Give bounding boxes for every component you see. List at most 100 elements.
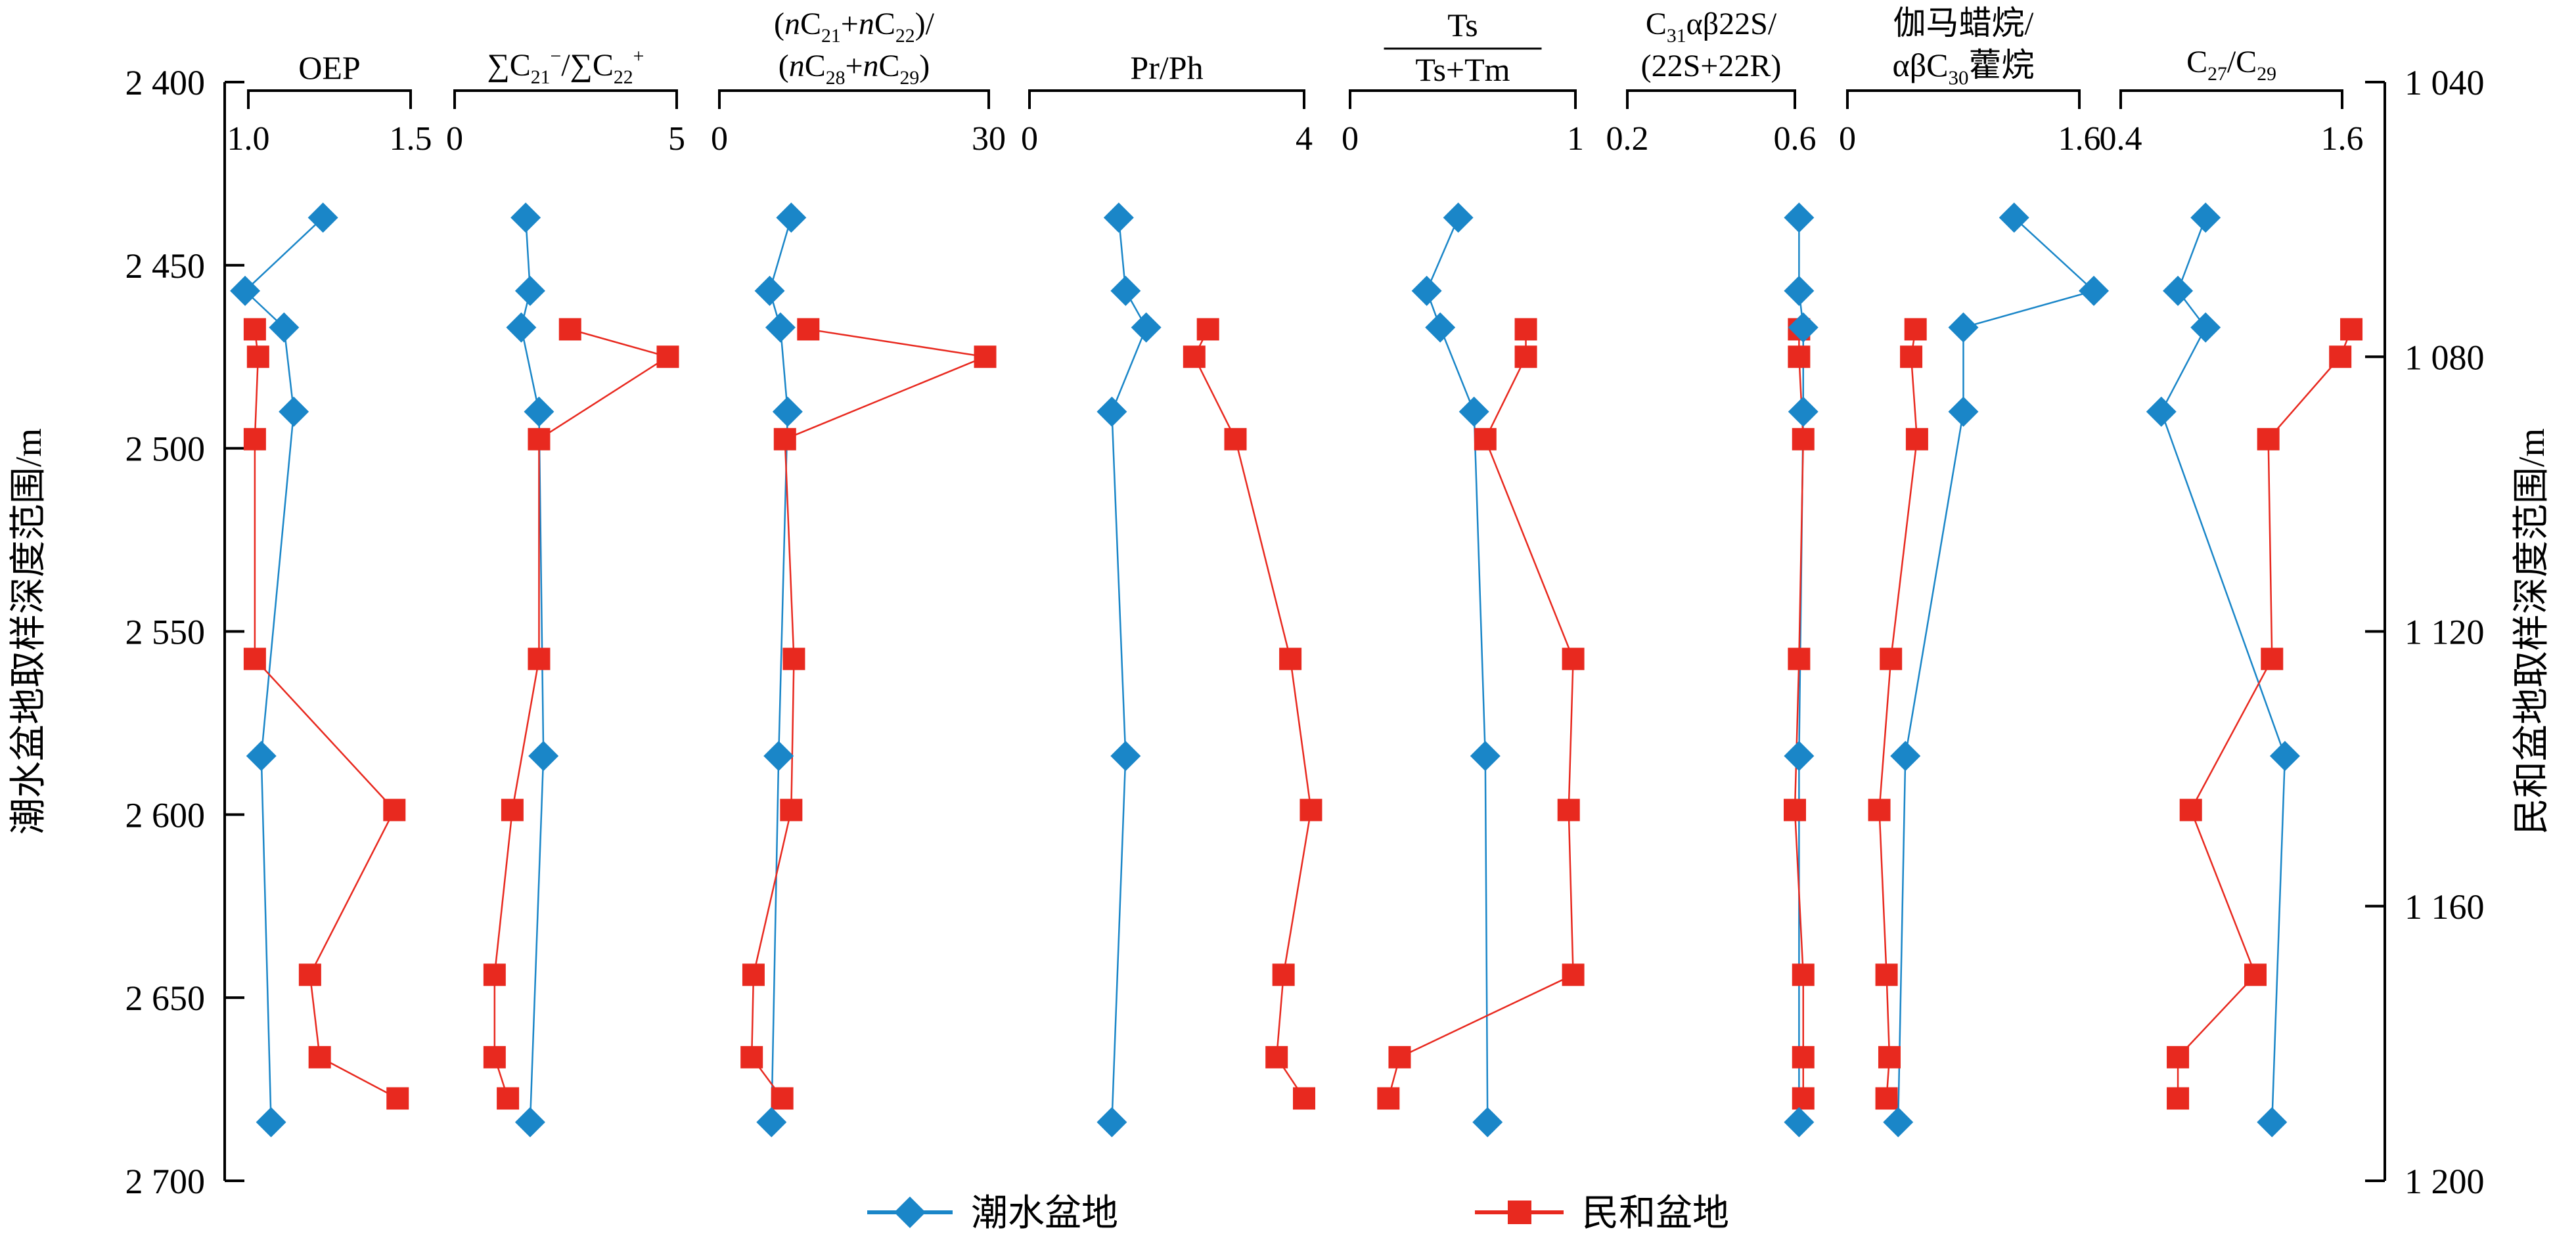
- marker-minhe: [308, 1046, 331, 1069]
- panel-title: Ts: [1447, 7, 1478, 43]
- marker-chaoshui: [754, 275, 785, 306]
- right-axis-title: 民和盆地取样深度范围/m: [2512, 428, 2552, 835]
- marker-chaoshui: [1784, 1107, 1815, 1137]
- marker-chaoshui: [1096, 396, 1127, 427]
- right-depth-tick-label: 1 120: [2405, 613, 2485, 652]
- marker-chaoshui: [307, 202, 338, 233]
- left-depth-tick-label: 2 400: [125, 63, 206, 102]
- marker-minhe: [1904, 318, 1927, 341]
- marker-minhe: [528, 648, 551, 671]
- legend-marker-minhe: [1508, 1201, 1531, 1224]
- marker-chaoshui: [1788, 312, 1819, 343]
- right-depth-tick-label: 1 200: [2405, 1162, 2485, 1201]
- marker-minhe: [1265, 1046, 1288, 1069]
- marker-chaoshui: [230, 275, 261, 306]
- panel-title: (nC21​+nC22​)/: [774, 7, 935, 47]
- marker-chaoshui: [776, 202, 807, 233]
- marker-chaoshui: [510, 202, 541, 233]
- marker-chaoshui: [1470, 741, 1501, 772]
- marker-minhe: [1875, 1087, 1898, 1110]
- marker-chaoshui: [1425, 312, 1456, 343]
- marker-chaoshui: [1103, 202, 1134, 233]
- panel-title: αβC30​藿烷: [1893, 47, 2035, 89]
- panel-top-axis: [1626, 89, 1796, 109]
- marker-minhe: [2167, 1046, 2190, 1069]
- panel-title: (22S+22R): [1641, 49, 1782, 83]
- left-depth-tick-label: 2 700: [125, 1162, 206, 1201]
- panel-tick-label-max: 0.6: [1774, 120, 1817, 158]
- marker-minhe: [1792, 963, 1815, 986]
- marker-minhe: [1875, 963, 1898, 986]
- marker-chaoshui: [1948, 396, 1979, 427]
- marker-chaoshui: [1999, 202, 2029, 233]
- marker-minhe: [2261, 648, 2284, 671]
- marker-minhe: [2244, 963, 2267, 986]
- series-line-chaoshui: [2160, 217, 2286, 1122]
- marker-minhe: [740, 1046, 763, 1069]
- marker-minhe: [1196, 318, 1219, 341]
- marker-minhe: [797, 318, 820, 341]
- marker-chaoshui: [1784, 202, 1815, 233]
- marker-minhe: [1377, 1087, 1400, 1110]
- marker-chaoshui: [269, 312, 300, 343]
- marker-minhe: [1183, 345, 1206, 368]
- marker-minhe: [483, 1046, 506, 1069]
- marker-chaoshui: [2190, 202, 2221, 233]
- panel-tick-label-max: 1.6: [2321, 120, 2364, 158]
- marker-minhe: [1784, 799, 1806, 822]
- series-line-chaoshui: [1111, 217, 1148, 1122]
- marker-chaoshui: [1411, 275, 1442, 306]
- marker-minhe: [1299, 799, 1322, 822]
- marker-minhe: [974, 345, 997, 368]
- marker-minhe: [1562, 648, 1585, 671]
- series-line-minhe: [1388, 329, 1574, 1099]
- marker-minhe: [780, 799, 803, 822]
- marker-minhe: [656, 345, 679, 368]
- right-depth-tick-label: 1 080: [2405, 338, 2485, 377]
- marker-chaoshui: [528, 741, 559, 772]
- marker-minhe: [1514, 345, 1537, 368]
- panel-title: OEP: [298, 49, 360, 86]
- panel-tick-label-min: 0: [1342, 120, 1359, 158]
- panel-top-axis: [1846, 89, 2081, 109]
- panel-top-axis: [453, 89, 678, 109]
- marker-minhe: [1880, 648, 1903, 671]
- marker-chaoshui: [2163, 275, 2194, 306]
- marker-minhe: [1514, 318, 1537, 341]
- series-line-minhe: [493, 328, 670, 1099]
- series-line-minhe: [2177, 328, 2353, 1099]
- marker-chaoshui: [1788, 396, 1819, 427]
- marker-chaoshui: [1948, 312, 1979, 343]
- panel-title: C27​/C29​: [2186, 45, 2276, 85]
- marker-minhe: [243, 428, 266, 451]
- panel-tick-label-max: 30: [972, 120, 1006, 158]
- marker-chaoshui: [514, 1107, 545, 1137]
- panel-tick-label-min: 0.2: [1606, 120, 1649, 158]
- right-depth-tick-label: 1 160: [2405, 887, 2485, 927]
- marker-minhe: [243, 318, 266, 341]
- marker-minhe: [501, 799, 524, 822]
- marker-minhe: [1900, 345, 1923, 368]
- marker-minhe: [2340, 318, 2363, 341]
- marker-chaoshui: [1458, 396, 1489, 427]
- marker-chaoshui: [1096, 1107, 1127, 1137]
- marker-chaoshui: [1131, 312, 1162, 343]
- marker-chaoshui: [1472, 1107, 1503, 1137]
- left-depth-tick-label: 2 500: [125, 430, 206, 469]
- marker-chaoshui: [756, 1107, 787, 1137]
- series-line-chaoshui: [244, 217, 324, 1122]
- marker-minhe: [1279, 648, 1302, 671]
- marker-chaoshui: [279, 396, 309, 427]
- marker-minhe: [386, 1087, 409, 1110]
- marker-minhe: [1868, 799, 1891, 822]
- marker-chaoshui: [1110, 275, 1141, 306]
- marker-minhe: [246, 345, 269, 368]
- marker-chaoshui: [524, 396, 554, 427]
- panel-tick-label-max: 4: [1296, 120, 1313, 158]
- marker-chaoshui: [763, 741, 794, 772]
- marker-minhe: [1792, 1046, 1815, 1069]
- marker-minhe: [782, 648, 805, 671]
- marker-minhe: [1792, 428, 1815, 451]
- marker-minhe: [1388, 1046, 1411, 1069]
- panel-title: 伽马蜡烷/: [1893, 5, 2034, 41]
